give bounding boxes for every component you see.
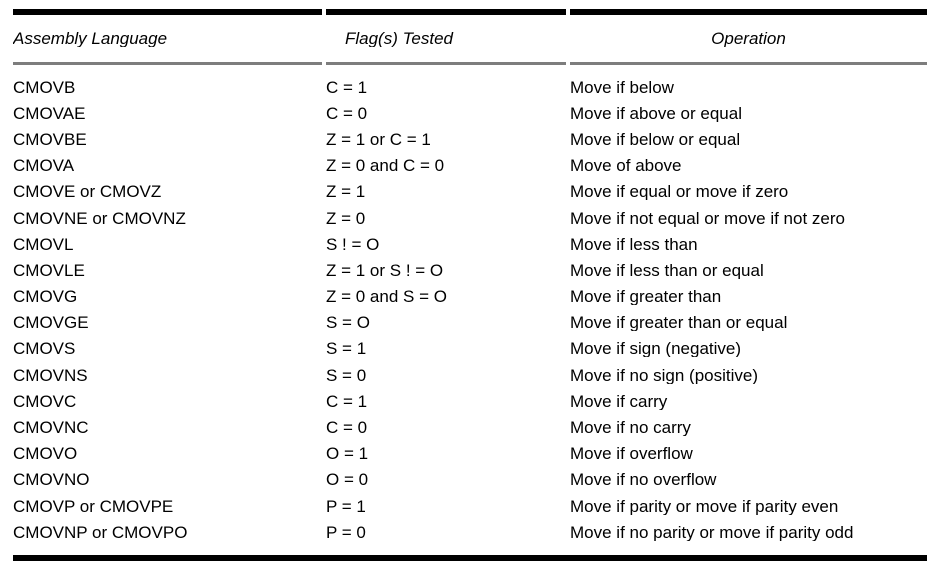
flags-tested-cell: O = 1 bbox=[326, 445, 369, 463]
flags-tested-cell: C = 0 bbox=[326, 104, 368, 122]
assembly-language-cell: CMOVG bbox=[13, 288, 78, 306]
operation-cell: Move if greater than bbox=[570, 288, 722, 306]
flags-tested-cell: S = 0 bbox=[326, 366, 367, 384]
table-row: CMOVL S ! = O Move if less than bbox=[13, 231, 927, 257]
flags-tested-cell: Z = 0 and C = 0 bbox=[326, 157, 445, 175]
table-row: CMOVLE Z = 1 or S ! = O Move if less tha… bbox=[13, 257, 927, 283]
cmov-instruction-table: Assembly Language Flag(s) Tested Operati… bbox=[13, 0, 927, 562]
flags-tested-cell: O = 0 bbox=[326, 471, 369, 489]
assembly-language-cell: CMOVNO bbox=[13, 471, 90, 489]
assembly-language-cell: CMOVC bbox=[13, 392, 77, 410]
operation-cell: Move if equal or move if zero bbox=[570, 183, 789, 201]
column-header-operation: Operation bbox=[711, 30, 786, 47]
column-header-flags-tested: Flag(s) Tested bbox=[344, 30, 454, 47]
assembly-language-cell: CMOVL bbox=[13, 235, 74, 253]
top-rule-segment-flags bbox=[326, 9, 566, 15]
flags-tested-cell: Z = 1 or C = 1 bbox=[326, 130, 431, 148]
table-row: CMOVNC C = 0 Move if no carry bbox=[13, 414, 927, 440]
header-rule-segment-operation bbox=[570, 62, 927, 65]
table-row: CMOVAE C = 0 Move if above or equal bbox=[13, 100, 927, 126]
operation-cell: Move if below bbox=[570, 78, 674, 96]
table-row: CMOVNS S = 0 Move if no sign (positive) bbox=[13, 362, 927, 388]
flags-tested-cell: Z = 1 or S ! = O bbox=[326, 261, 444, 279]
operation-cell: Move if no overflow bbox=[570, 471, 717, 489]
table-bottom-rule bbox=[13, 555, 927, 562]
table-row: CMOVG Z = 0 and S = O Move if greater th… bbox=[13, 284, 927, 310]
assembly-language-cell: CMOVLE bbox=[13, 261, 85, 279]
top-rule-segment-operation bbox=[570, 9, 927, 15]
flags-tested-cell: C = 1 bbox=[326, 392, 368, 410]
operation-cell: Move if parity or move if parity even bbox=[570, 497, 839, 515]
table-row: CMOVNO O = 0 Move if no overflow bbox=[13, 467, 927, 493]
operation-cell: Move if no parity or move if parity odd bbox=[570, 523, 854, 541]
header-rule-segment-flags bbox=[326, 62, 566, 65]
flags-tested-cell: P = 0 bbox=[326, 523, 366, 541]
table-header-row: Assembly Language Flag(s) Tested Operati… bbox=[13, 15, 927, 62]
table-row: CMOVGE S = O Move if greater than or equ… bbox=[13, 310, 927, 336]
assembly-language-cell: CMOVS bbox=[13, 340, 76, 358]
operation-cell: Move if below or equal bbox=[570, 130, 741, 148]
header-rule-segment-assembly bbox=[13, 62, 322, 65]
flags-tested-cell: S ! = O bbox=[326, 235, 380, 253]
flags-tested-cell: Z = 1 bbox=[326, 183, 366, 201]
table-row: CMOVP or CMOVPE P = 1 Move if parity or … bbox=[13, 493, 927, 519]
table-row: CMOVC C = 1 Move if carry bbox=[13, 388, 927, 414]
operation-cell: Move if no sign (positive) bbox=[570, 366, 759, 384]
assembly-language-cell: CMOVNP or CMOVPO bbox=[13, 523, 188, 541]
table-row: CMOVNE or CMOVNZ Z = 0 Move if not equal… bbox=[13, 205, 927, 231]
table-top-rule bbox=[13, 9, 927, 15]
table-row: CMOVNP or CMOVPO P = 0 Move if no parity… bbox=[13, 519, 927, 545]
top-rule-segment-assembly bbox=[13, 9, 322, 15]
operation-cell: Move if no carry bbox=[570, 419, 691, 437]
operation-cell: Move of above bbox=[570, 157, 682, 175]
table-header-separator-rule bbox=[13, 62, 927, 65]
flags-tested-cell: S = 1 bbox=[326, 340, 367, 358]
assembly-language-cell: CMOVNE or CMOVNZ bbox=[13, 209, 186, 227]
operation-cell: Move if not equal or move if not zero bbox=[570, 209, 845, 227]
table-row: CMOVO O = 1 Move if overflow bbox=[13, 441, 927, 467]
table-row: CMOVS S = 1 Move if sign (negative) bbox=[13, 336, 927, 362]
assembly-language-cell: CMOVO bbox=[13, 445, 78, 463]
operation-cell: Move if above or equal bbox=[570, 104, 742, 122]
operation-cell: Move if less than bbox=[570, 235, 698, 253]
operation-cell: Move if sign (negative) bbox=[570, 340, 742, 358]
flags-tested-cell: S = O bbox=[326, 314, 370, 332]
flags-tested-cell: Z = 0 and S = O bbox=[326, 288, 447, 306]
table-row: CMOVA Z = 0 and C = 0 Move of above bbox=[13, 153, 927, 179]
operation-cell: Move if less than or equal bbox=[570, 261, 764, 279]
flags-tested-cell: C = 1 bbox=[326, 78, 368, 96]
flags-tested-cell: P = 1 bbox=[326, 497, 366, 515]
assembly-language-cell: CMOVNC bbox=[13, 419, 89, 437]
operation-cell: Move if greater than or equal bbox=[570, 314, 788, 332]
assembly-language-cell: CMOVGE bbox=[13, 314, 89, 332]
column-header-assembly-language: Assembly Language bbox=[13, 30, 168, 47]
flags-tested-cell: C = 0 bbox=[326, 419, 368, 437]
assembly-language-cell: CMOVB bbox=[13, 78, 76, 96]
assembly-language-cell: CMOVP or CMOVPE bbox=[13, 497, 174, 515]
assembly-language-cell: CMOVA bbox=[13, 157, 75, 175]
assembly-language-cell: CMOVE or CMOVZ bbox=[13, 183, 162, 201]
assembly-language-cell: CMOVBE bbox=[13, 130, 87, 148]
table-row: CMOVBE Z = 1 or C = 1 Move if below or e… bbox=[13, 126, 927, 152]
assembly-language-cell: CMOVAE bbox=[13, 104, 86, 122]
table-row: CMOVB C = 1 Move if below bbox=[13, 74, 927, 100]
table-body: CMOVB C = 1 Move if below CMOVAE C = 0 M… bbox=[13, 74, 927, 545]
assembly-language-cell: CMOVNS bbox=[13, 366, 88, 384]
operation-cell: Move if overflow bbox=[570, 445, 693, 463]
operation-cell: Move if carry bbox=[570, 392, 668, 410]
table-row: CMOVE or CMOVZ Z = 1 Move if equal or mo… bbox=[13, 179, 927, 205]
flags-tested-cell: Z = 0 bbox=[326, 209, 366, 227]
